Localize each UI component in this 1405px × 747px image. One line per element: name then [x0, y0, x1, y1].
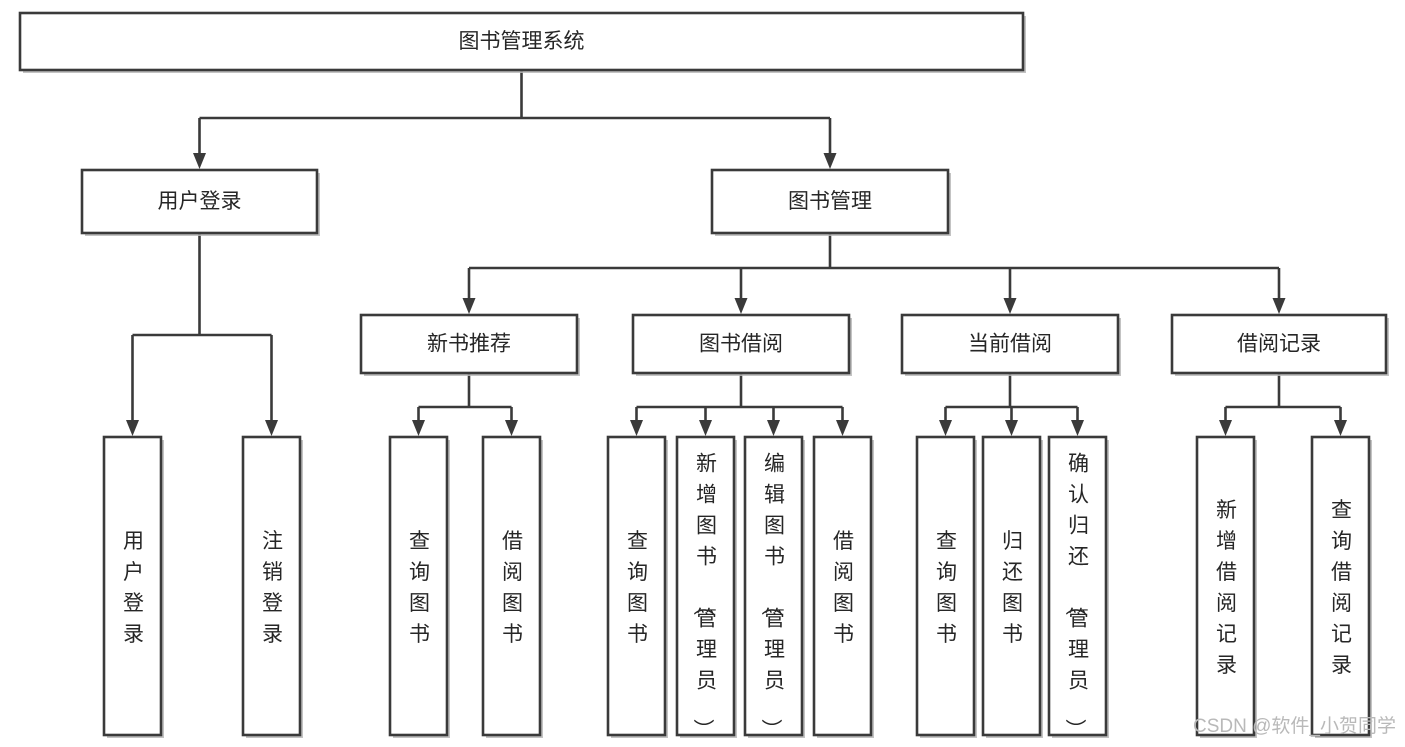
node-label: 归还图书	[1002, 530, 1023, 646]
arrow-head-icon	[767, 420, 780, 436]
node-label: 新增借阅记录	[1216, 499, 1237, 677]
node-border	[1195, 435, 1256, 737]
node-label: 查询图书	[627, 530, 648, 646]
node-leaf-borrow-book-1[interactable]: 借阅图书	[481, 435, 543, 738]
node-leaf-query-book-2[interactable]: 查询图书	[606, 435, 668, 738]
node-label: 借阅图书	[502, 530, 523, 646]
node-border	[812, 435, 873, 737]
node-border	[80, 168, 319, 235]
node-leaf-query-book-1[interactable]: 查询图书	[388, 435, 450, 738]
node-leaf-return-book[interactable]: 归还图书	[981, 435, 1043, 738]
node-border	[1170, 313, 1388, 375]
node-label: 查询图书	[936, 530, 957, 646]
node-root[interactable]: 图书管理系统	[18, 11, 1026, 73]
node-leaf-add-record[interactable]: 新增借阅记录	[1195, 435, 1257, 738]
node-leaf-confirm-return[interactable]: 确认归还（管理员）	[1047, 435, 1109, 740]
node-label: 图书管理	[788, 190, 872, 213]
node-new-book-rec[interactable]: 新书推荐	[359, 313, 580, 376]
node-border	[359, 313, 579, 375]
arrow-head-icon	[126, 420, 139, 436]
arrow-head-icon	[939, 420, 952, 436]
node-label: 新增图书（管理员）	[691, 453, 717, 740]
csdn-watermark: CSDN @软件_小贺同学	[1193, 715, 1396, 737]
node-leaf-edit-book[interactable]: 编辑图书（管理员）	[743, 435, 805, 740]
node-border	[18, 11, 1025, 72]
node-border	[1310, 435, 1371, 737]
node-label: 注销登录	[262, 530, 283, 646]
node-current-borrow[interactable]: 当前借阅	[900, 313, 1121, 376]
node-label: 图书借阅	[699, 333, 783, 356]
arrow-head-icon	[1272, 298, 1286, 314]
node-border	[743, 435, 804, 737]
node-book-manage[interactable]: 图书管理	[710, 168, 951, 236]
arrow-head-icon	[193, 153, 206, 169]
node-border	[900, 313, 1120, 375]
node-label: 查询借阅记录	[1331, 499, 1352, 677]
arrow-head-icon	[412, 420, 425, 436]
node-border	[981, 435, 1042, 737]
node-border	[915, 435, 976, 737]
node-label: 编辑图书（管理员）	[759, 453, 785, 740]
node-border	[481, 435, 542, 737]
connector-layer	[126, 70, 1347, 436]
node-leaf-query-book-3[interactable]: 查询图书	[915, 435, 977, 738]
node-user-login[interactable]: 用户登录	[80, 168, 320, 236]
node-border	[606, 435, 667, 737]
arrow-head-icon	[265, 420, 278, 436]
arrow-head-icon	[1334, 420, 1347, 436]
arrow-head-icon	[505, 420, 518, 436]
node-layer: 图书管理系统用户登录图书管理新书推荐图书借阅当前借阅借阅记录用户登录注销登录查询…	[18, 11, 1389, 740]
node-leaf-add-book[interactable]: 新增图书（管理员）	[675, 435, 737, 740]
node-label: 用户登录	[123, 530, 144, 646]
node-label: 借阅记录	[1237, 333, 1321, 356]
arrow-head-icon	[1005, 420, 1018, 436]
arrow-head-icon	[699, 420, 712, 436]
node-label: 新书推荐	[427, 333, 511, 356]
node-borrow-record[interactable]: 借阅记录	[1170, 313, 1389, 376]
arrow-head-icon	[823, 153, 837, 169]
node-label: 确认归还（管理员）	[1063, 453, 1089, 740]
node-border	[710, 168, 950, 235]
node-border	[1047, 435, 1108, 737]
arrow-head-icon	[1003, 298, 1017, 314]
node-leaf-user-login[interactable]: 用户登录	[102, 435, 164, 738]
arrow-head-icon	[1219, 420, 1232, 436]
node-border	[675, 435, 736, 737]
node-border	[241, 435, 302, 737]
node-border	[631, 313, 851, 375]
node-label: 用户登录	[158, 190, 242, 213]
node-leaf-logout[interactable]: 注销登录	[241, 435, 303, 738]
arrow-head-icon	[462, 298, 476, 314]
node-book-borrow[interactable]: 图书借阅	[631, 313, 852, 376]
node-leaf-query-record[interactable]: 查询借阅记录	[1310, 435, 1372, 738]
arrow-head-icon	[734, 298, 748, 314]
node-border	[388, 435, 449, 737]
arrow-head-icon	[836, 420, 849, 436]
node-label: 查询图书	[409, 530, 430, 646]
node-label: 图书管理系统	[459, 30, 585, 53]
node-border	[102, 435, 163, 737]
arrow-head-icon	[630, 420, 643, 436]
node-leaf-borrow-book-2[interactable]: 借阅图书	[812, 435, 874, 738]
node-label: 当前借阅	[968, 333, 1052, 356]
arrow-head-icon	[1071, 420, 1084, 436]
node-label: 借阅图书	[833, 530, 854, 646]
